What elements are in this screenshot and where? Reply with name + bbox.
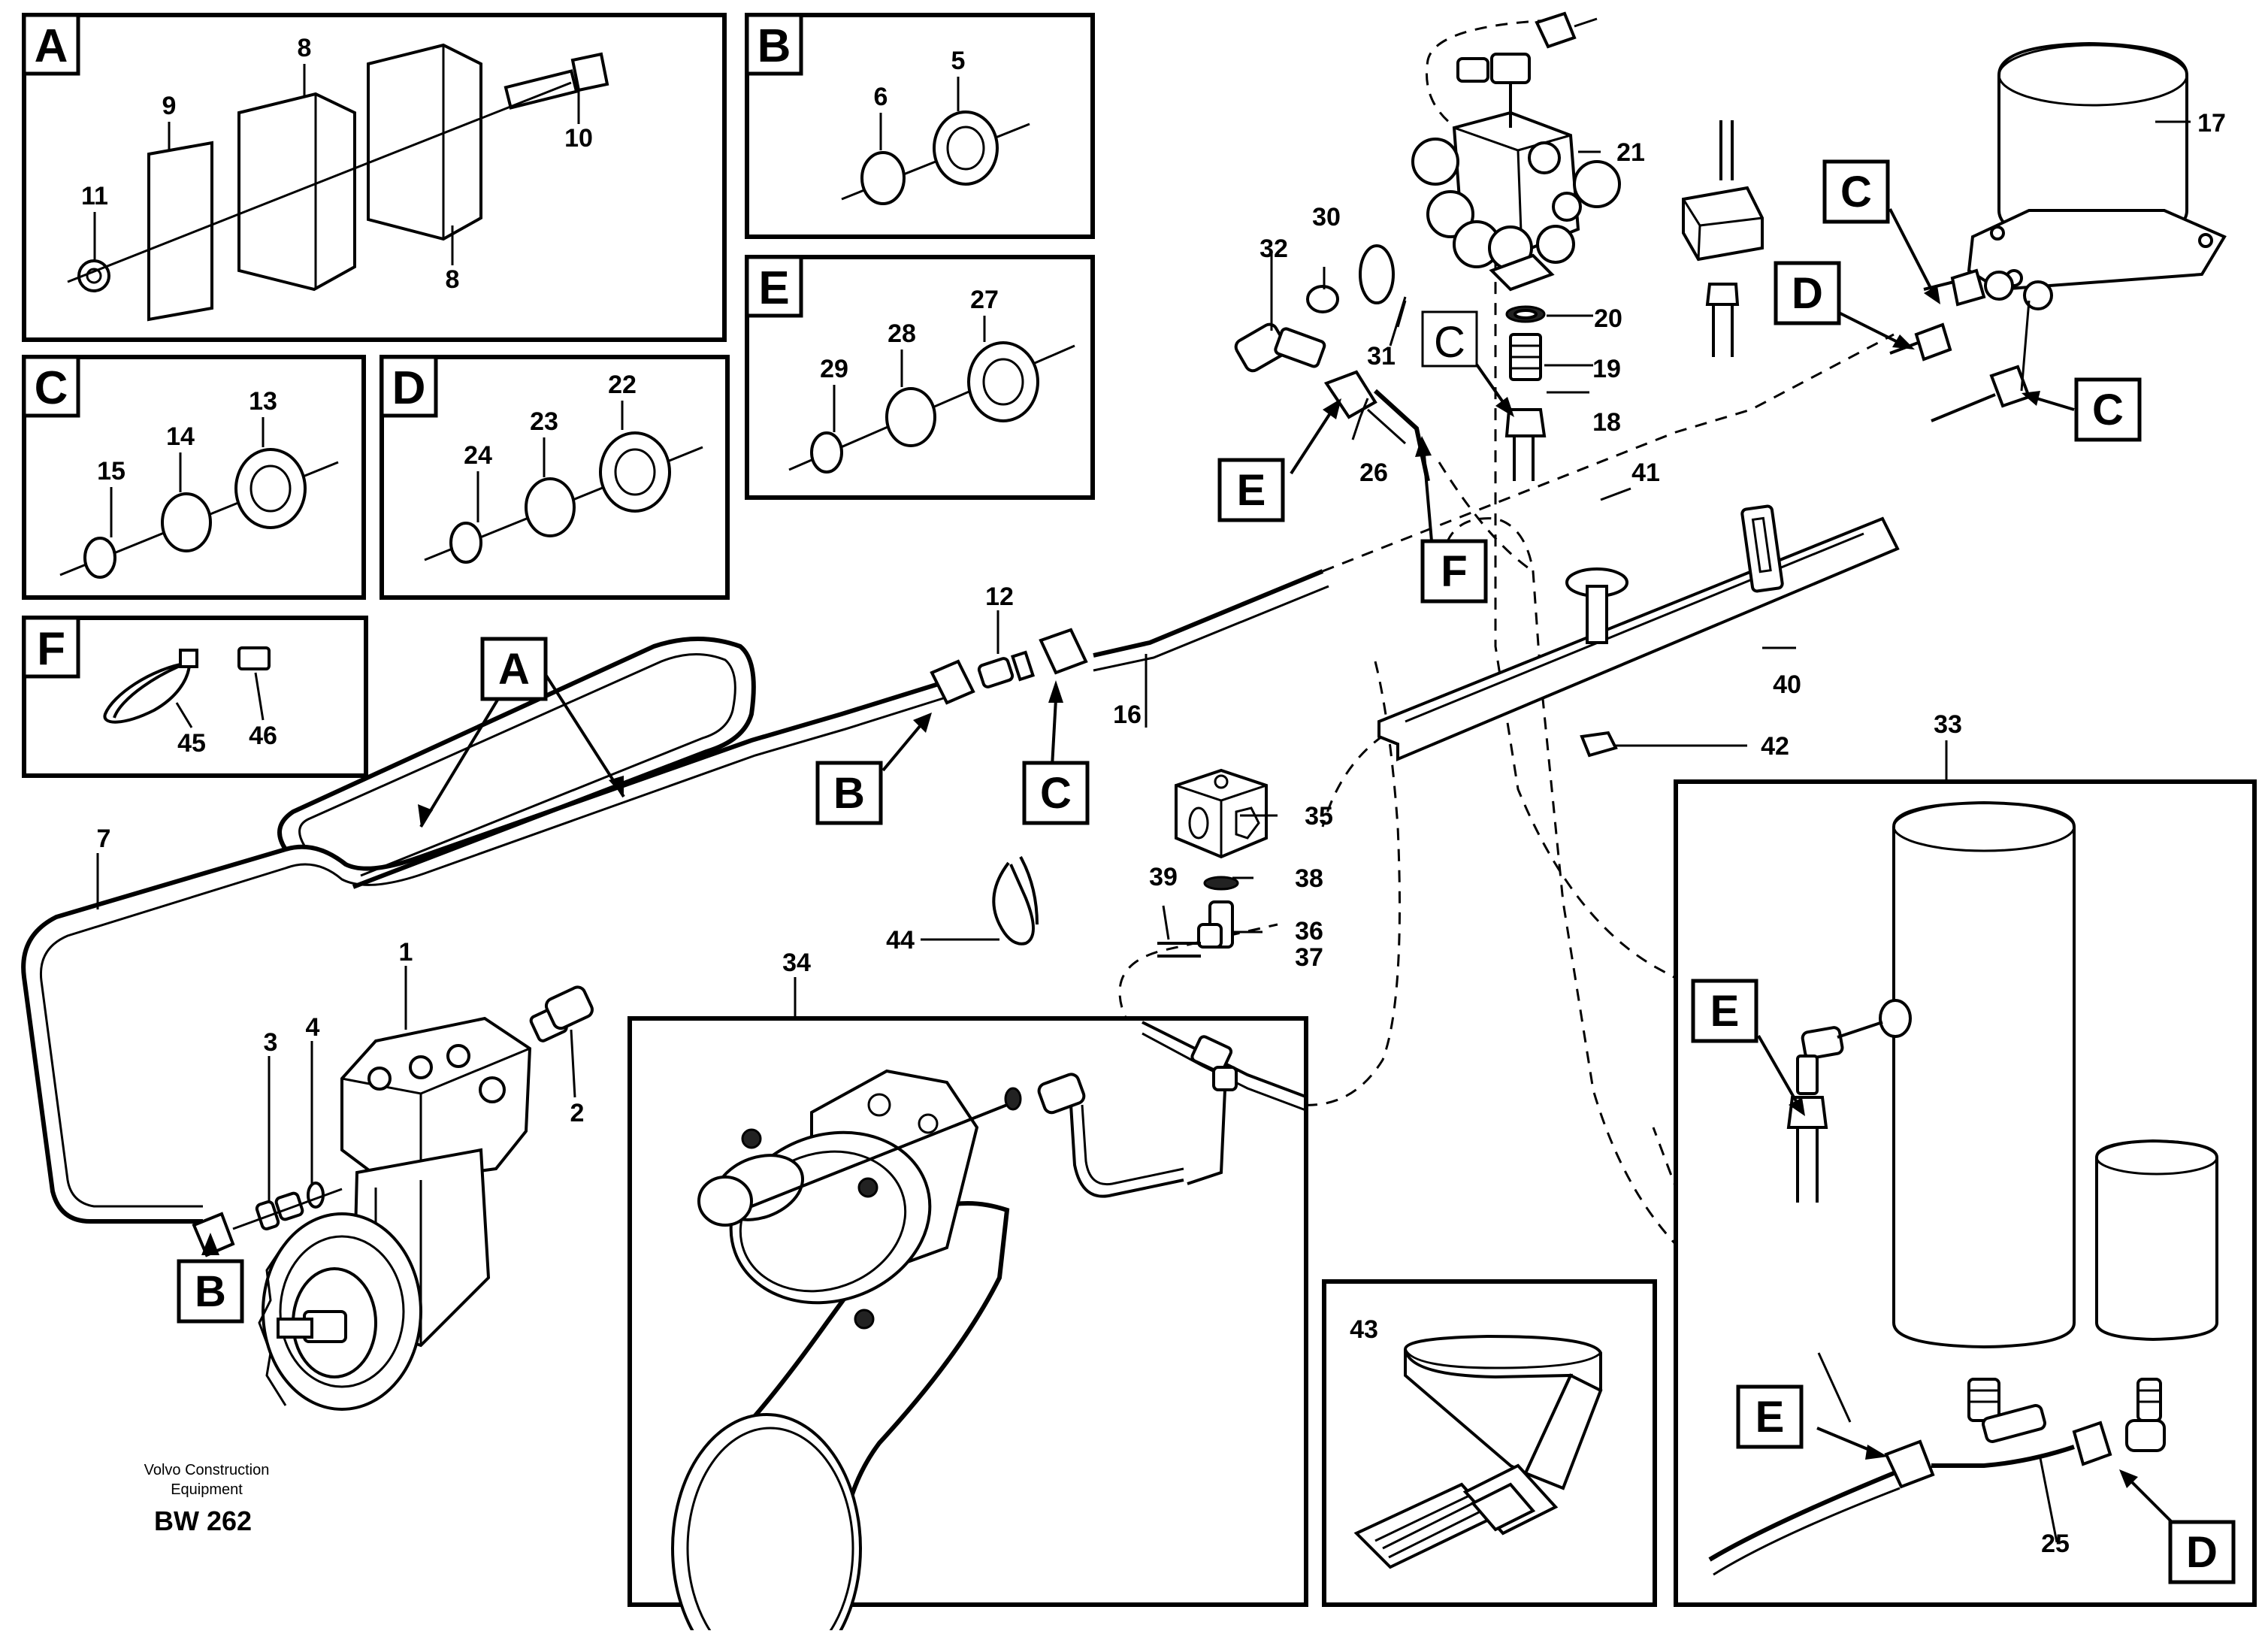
panel-E: E 29 28 27	[745, 255, 1095, 500]
callout-32: 32	[1259, 235, 1288, 263]
callout-2: 2	[570, 1099, 585, 1127]
callout-26: 26	[1359, 458, 1388, 487]
ref-C-right: C	[2092, 386, 2124, 434]
panel-D: D 24 23 22	[380, 355, 730, 600]
callout-44: 44	[886, 926, 915, 955]
pointer-arrows	[201, 208, 2185, 1535]
callout-4: 4	[306, 1013, 320, 1042]
panel-A-letter: A	[35, 20, 68, 72]
cable-tie-44	[992, 856, 1039, 946]
callout-19: 19	[1592, 355, 1621, 383]
pipe-16	[1093, 569, 1329, 672]
credit: Volvo Construction Equipment BW 262	[144, 1462, 270, 1536]
callout-39: 39	[1149, 863, 1178, 891]
callout-16: 16	[1113, 701, 1142, 729]
callout-25: 25	[2041, 1530, 2070, 1558]
main-callouts: 1 2 3 4 7 12 16 17 18 19 20 21 25 26 30 …	[97, 109, 2226, 1558]
callout-5: 5	[951, 47, 966, 75]
callout-1: 1	[399, 938, 413, 967]
callout-40: 40	[1773, 670, 1801, 699]
callout-13: 13	[249, 387, 277, 416]
callout-46: 46	[249, 722, 277, 750]
panel-33	[1674, 740, 2257, 1607]
callout-28: 28	[888, 319, 916, 348]
panel-F: F 45 46	[22, 616, 368, 778]
panel-F-letter: F	[37, 623, 65, 675]
panel-E-letter: E	[758, 262, 789, 314]
callout-22: 22	[608, 371, 637, 399]
callout-35: 35	[1305, 802, 1333, 831]
coupling-12	[930, 628, 1088, 705]
panel-D-letter: D	[392, 362, 426, 414]
ref-A-main: A	[498, 645, 530, 694]
callout-33: 33	[1934, 710, 1962, 739]
ref-C-top: C	[1840, 168, 1872, 216]
drawing-code: BW 262	[154, 1505, 252, 1536]
panel-43	[1322, 1279, 1657, 1607]
callout-12: 12	[985, 582, 1014, 611]
pipe-7	[21, 637, 954, 1224]
panel-C-letter: C	[35, 362, 68, 414]
block-35	[1157, 768, 1268, 958]
panel-34	[627, 977, 1308, 1634]
callout-3: 3	[264, 1028, 278, 1057]
panel-B-letter: B	[758, 20, 791, 72]
callout-24: 24	[464, 441, 492, 470]
panel-C: C 15 14 13	[22, 355, 366, 600]
valve-21	[1411, 11, 1621, 292]
fitting-2	[529, 985, 594, 1042]
callout-36: 36	[1295, 917, 1323, 946]
ref-B-bottom: B	[195, 1267, 226, 1316]
callout-20: 20	[1594, 304, 1622, 333]
credit-line1: Volvo Construction	[144, 1462, 270, 1478]
callout-41: 41	[1631, 458, 1660, 487]
leaders	[96, 120, 2191, 1543]
detail-ref-boxes: A B B C E F C C D C E E D	[177, 159, 2236, 1584]
ref-E-tank-bottom: E	[1755, 1393, 1785, 1442]
ref-E-tank: E	[1710, 987, 1740, 1036]
callout-8-top: 8	[298, 34, 312, 62]
callout-38: 38	[1295, 864, 1323, 893]
callout-34: 34	[782, 949, 811, 977]
callout-29: 29	[820, 355, 848, 383]
ref-F-valve: F	[1441, 547, 1467, 596]
callout-18: 18	[1592, 408, 1621, 437]
callout-15: 15	[97, 457, 125, 486]
ref-C-mid: C	[1040, 769, 1072, 818]
fitting-32	[1234, 244, 1430, 482]
fitting-3-4	[192, 1182, 343, 1257]
callout-6: 6	[874, 83, 888, 111]
callout-14: 14	[166, 422, 195, 451]
credit-line2: Equipment	[171, 1481, 243, 1498]
callout-27: 27	[970, 286, 999, 314]
ref-B-mid: B	[833, 769, 865, 818]
callout-11: 11	[81, 182, 108, 210]
ref-E-valve: E	[1237, 466, 1266, 515]
bracket-40	[1377, 504, 1900, 762]
panel-B: B 6 5	[745, 13, 1095, 239]
callout-23: 23	[530, 407, 558, 436]
air-dryer-17	[1889, 41, 2227, 422]
compressor	[258, 1016, 532, 1411]
panel-A: A 8 9 8 10 11	[22, 13, 727, 342]
ref-D-tank-bottom: D	[2186, 1528, 2218, 1577]
callout-8-bottom: 8	[446, 265, 460, 294]
callout-21: 21	[1616, 138, 1645, 167]
fittings-18-19-20	[1504, 305, 1547, 481]
callout-9: 9	[162, 92, 177, 120]
ref-C-plain: C	[1434, 318, 1465, 367]
callout-37: 37	[1295, 943, 1323, 972]
callout-7: 7	[97, 825, 111, 853]
callout-10: 10	[564, 124, 593, 153]
switch-cable	[1682, 120, 1764, 357]
callout-30: 30	[1312, 203, 1341, 231]
callout-42: 42	[1761, 732, 1789, 761]
ref-D-top: D	[1792, 269, 1823, 318]
callout-45: 45	[177, 729, 206, 758]
callout-17: 17	[2197, 109, 2226, 138]
callout-43: 43	[1350, 1315, 1378, 1344]
callout-31: 31	[1367, 342, 1396, 371]
